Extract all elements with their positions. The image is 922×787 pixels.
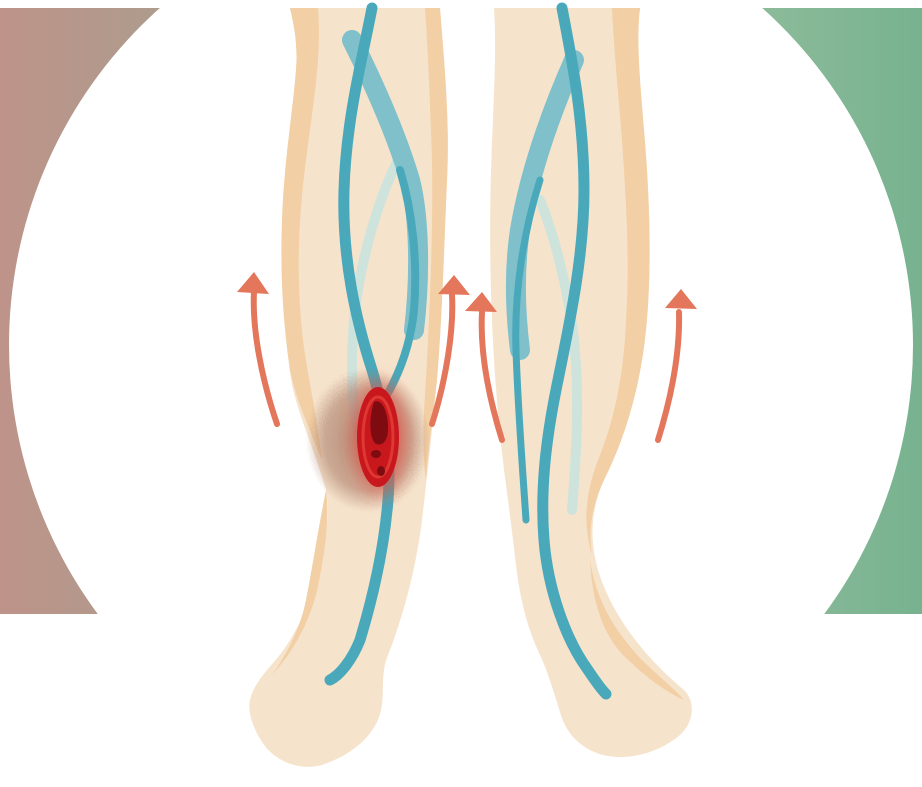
white-circle-backdrop <box>9 0 913 787</box>
clot-dark-spot-small <box>377 466 385 476</box>
clot-dark-spot-mid <box>371 450 381 458</box>
